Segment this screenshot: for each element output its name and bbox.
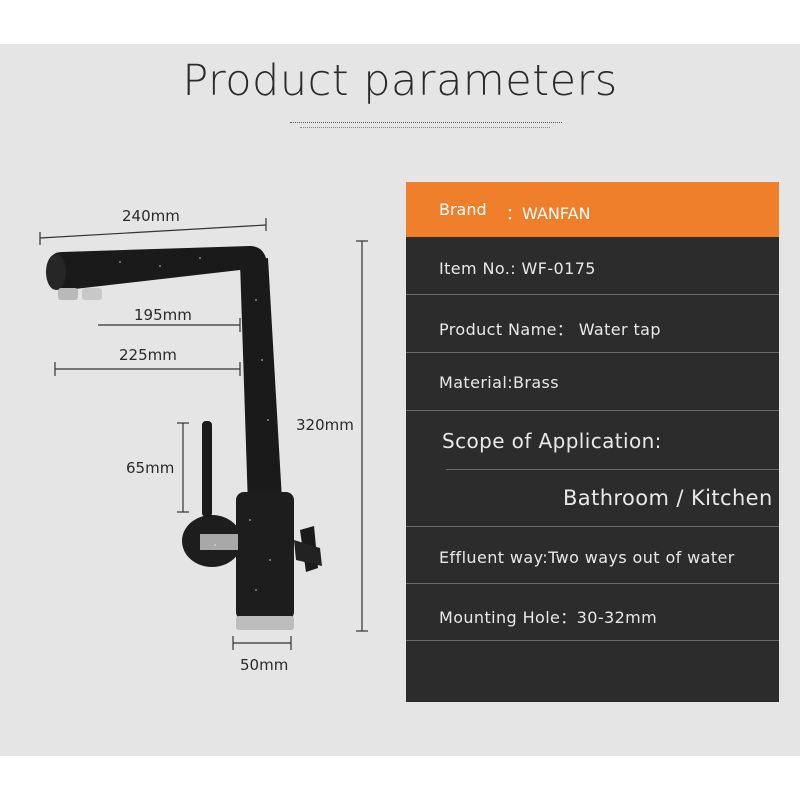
row-divider (406, 526, 779, 527)
row-divider (406, 352, 779, 353)
brand-value: ：WANFAN (506, 204, 591, 223)
scope-value-text: Bathroom / Kitchen (563, 486, 773, 510)
title-divider (290, 122, 562, 123)
dim-line-240 (39, 224, 267, 239)
dim-label-195: 195mm (134, 306, 192, 324)
row-divider (406, 410, 779, 411)
dim-label-240: 240mm (122, 207, 180, 225)
brand-row: Brand ：WANFAN (406, 182, 779, 237)
brand-label: Brand (439, 200, 487, 219)
scope-inner-divider (446, 469, 779, 470)
mounting-text: Mounting Hole：30-32mm (439, 608, 658, 627)
row-divider (406, 583, 779, 584)
item-no-text: Item No.: WF-0175 (439, 259, 596, 278)
page-title: Product parameters (182, 56, 618, 106)
scope-label-text: Scope of Application: (442, 429, 662, 453)
faucet-illustration (46, 246, 322, 630)
dim-label-225: 225mm (119, 346, 177, 364)
dim-label-50: 50mm (240, 656, 288, 674)
effluent-text: Effluent way:Two ways out of water (439, 548, 735, 567)
row-divider (406, 640, 779, 641)
dim-label-320: 320mm (296, 416, 354, 434)
material-text: Material:Brass (439, 373, 560, 392)
spec-panel: Brand ：WANFAN Item No.: WF-0175 Product … (406, 182, 779, 702)
dim-label-65: 65mm (126, 459, 174, 477)
title-divider-secondary (300, 127, 550, 128)
product-name-text: Product Name： Water tap (439, 320, 661, 339)
row-divider (406, 294, 779, 295)
